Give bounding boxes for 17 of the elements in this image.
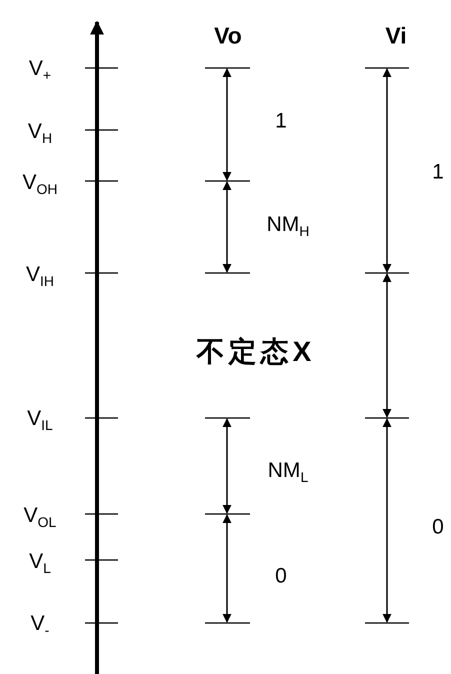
voltage-level-label: V$_{-}$ xyxy=(30,613,50,637)
region-label: 不定态X xyxy=(196,338,316,366)
voltage-level-label: V$_{IL}$ xyxy=(27,408,53,432)
voltage-level-label: V$_{OH}$ xyxy=(22,172,58,196)
voltage-level-label: V$_{L}$ xyxy=(29,551,51,575)
voltage-level-label: V$_{H}$ xyxy=(28,121,52,145)
noise-margin-label: NM$_{H}$ xyxy=(266,214,310,238)
logic-value-label: 1 xyxy=(275,110,287,132)
noise-margin-label: NM$_{L}$ xyxy=(268,460,308,484)
logic-value-label: 0 xyxy=(432,516,444,538)
column-heading: Vi xyxy=(385,24,407,48)
voltage-level-label: V$_{IH}$ xyxy=(26,264,54,288)
voltage-level-label: V$_{OL}$ xyxy=(24,505,56,529)
logic-value-label: 0 xyxy=(275,566,287,586)
column-heading: Vo xyxy=(214,24,242,48)
voltage-level-label: V$_{+}$ xyxy=(28,58,52,82)
logic-value-label: 1 xyxy=(432,162,444,182)
